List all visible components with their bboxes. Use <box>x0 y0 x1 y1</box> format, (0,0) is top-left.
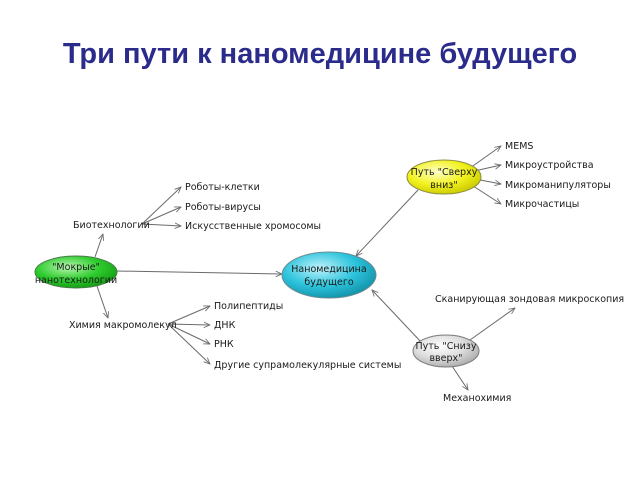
label-robots-viruses: Роботы-вирусы <box>185 202 261 213</box>
edge-topdown-center <box>356 189 419 256</box>
label-microparticles: Микрочастицы <box>505 199 579 210</box>
node-wet-nanotech-line1: "Мокрые" <box>52 262 100 273</box>
label-mechanochemistry: Механохимия <box>443 393 511 404</box>
edge-bottomup-mechanochemistry <box>451 365 468 390</box>
edge-chem-dna <box>167 324 210 325</box>
edge-chem-polypeptides <box>167 306 210 325</box>
node-wet-nanotech-line2: нанотехнологии <box>35 275 117 286</box>
label-supramolecular-systems: Другие супрамолекулярные системы <box>214 360 401 371</box>
label-mems: MEMS <box>505 141 533 152</box>
label-microdevices: Микроустройства <box>505 160 594 171</box>
edge-biotech-robots-cells <box>141 187 181 225</box>
node-wet-nanotech: "Мокрые" нанотехнологии <box>34 255 118 289</box>
label-polypeptides: Полипептиды <box>214 301 283 312</box>
node-nanomedicine: Наномедицина будущего <box>281 251 377 299</box>
label-biotech: Биотехнологии <box>73 220 150 231</box>
label-robots-cells: Роботы-клетки <box>185 182 260 193</box>
edge-chem-rna <box>167 323 210 345</box>
labels: Биотехнологии Роботы-клетки Роботы-вирус… <box>69 141 624 404</box>
edge-wet-chem <box>96 285 108 318</box>
edge-bottomup-center <box>372 290 423 344</box>
label-dna: ДНК <box>214 320 236 331</box>
edge-biotech-robots-viruses <box>141 207 181 225</box>
edge-topdown-mems <box>469 146 501 169</box>
edge-chem-supramolecular <box>167 323 210 364</box>
node-nanomedicine-line1: Наномедицина <box>291 264 366 275</box>
node-bottom-up-line2: вверх" <box>429 353 462 364</box>
edges <box>94 146 515 390</box>
node-bottom-up-line1: Путь "Снизу <box>416 341 477 352</box>
node-nanomedicine-line2: будущего <box>304 277 353 288</box>
page-title: Три пути к наномедицине будущего <box>62 38 578 70</box>
node-top-down-line1: Путь "Сверху <box>411 167 478 178</box>
edge-biotech-chromosomes <box>141 224 181 226</box>
label-rna: РНК <box>214 339 234 350</box>
label-micromanipulators: Микроманипуляторы <box>505 180 611 191</box>
edge-wet-biotech <box>94 234 103 258</box>
edge-topdown-microparticles <box>469 183 501 204</box>
node-top-down-line2: вниз" <box>430 180 457 191</box>
node-top-down: Путь "Сверху вниз" <box>406 159 482 195</box>
edge-wet-center <box>116 270 282 274</box>
node-bottom-up: Путь "Снизу вверх" <box>412 334 480 368</box>
label-artificial-chromosomes: Искусственные хромосомы <box>185 221 321 232</box>
edge-bottomup-microscopy <box>469 308 515 341</box>
label-macromolecular-chemistry: Химия макромолекул <box>69 320 177 331</box>
label-scanning-probe-microscopy: Сканирующая зондовая микроскопия <box>435 294 624 305</box>
